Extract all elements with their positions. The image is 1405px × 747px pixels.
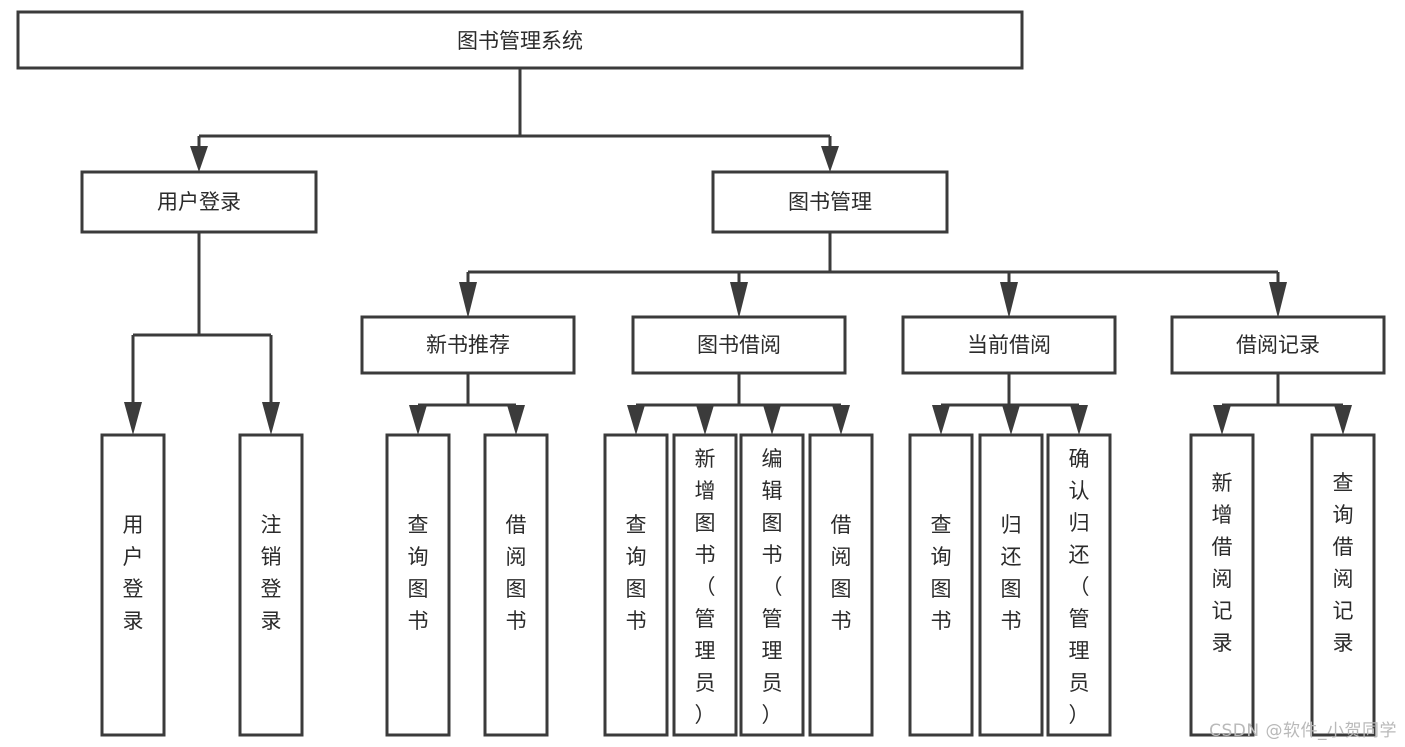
node-book-borrow-box[interactable] [631, 315, 847, 375]
connector-group-new-book-recommend [409, 373, 525, 435]
leaf-borrow-book-2[interactable]: 借阅图书 [808, 433, 874, 737]
leaf-edit-book[interactable]: 编辑图书（管理员） [739, 433, 805, 737]
connector-group-root [190, 68, 839, 172]
node-borrow-record[interactable]: 借阅记录 [1170, 315, 1386, 375]
arrow-head-leaf-confirm-return [1070, 405, 1088, 435]
arrow-head-leaf-add-book [696, 405, 714, 435]
leaf-query-book-3[interactable]: 查询图书 [908, 433, 974, 737]
leaf-add-book-box[interactable] [672, 433, 738, 737]
leaf-add-book[interactable]: 新增图书（管理员） [672, 433, 738, 737]
leaf-return-book-box[interactable] [978, 433, 1044, 737]
watermark-label: CSDN @软件_小贺同学 [1209, 721, 1397, 741]
connector-group-borrow-record [1213, 373, 1352, 435]
leaf-user-login-label: 用户登录 [123, 513, 144, 633]
leaf-query-book-3-box[interactable] [908, 433, 974, 737]
connector-group-book-manage [459, 232, 1287, 318]
leaf-query-book-2-label: 查询图书 [626, 513, 647, 633]
leaf-query-book-1[interactable]: 查询图书 [385, 433, 451, 737]
leaf-confirm-return-box[interactable] [1046, 433, 1112, 737]
leaf-user-login-box[interactable] [100, 433, 166, 737]
node-user-login-box[interactable] [80, 170, 318, 234]
arrow-head-leaf-borrow-book-1 [507, 405, 525, 435]
connector-group-book-borrow [627, 373, 850, 435]
leaf-edit-book-box[interactable] [739, 433, 805, 737]
node-book-borrow-label: 图书借阅 [697, 333, 781, 357]
node-user-login-label: 用户登录 [157, 190, 241, 214]
arrow-head-leaf-borrow-book-2 [832, 405, 850, 435]
arrow-head-leaf-query-book-3 [932, 405, 950, 435]
leaf-query-record-box[interactable] [1310, 433, 1376, 737]
leaf-add-record[interactable]: 新增借阅记录 [1189, 433, 1255, 737]
node-borrow-record-label: 借阅记录 [1236, 333, 1320, 357]
arrow-head-user-login [190, 146, 208, 172]
node-new-book-recommend-label: 新书推荐 [426, 333, 510, 357]
leaf-user-logout-box[interactable] [238, 433, 304, 737]
node-new-book-recommend-box[interactable] [360, 315, 576, 375]
node-borrow-record-box[interactable] [1170, 315, 1386, 375]
leaf-return-book[interactable]: 归还图书 [978, 433, 1044, 737]
leaf-borrow-book-1[interactable]: 借阅图书 [483, 433, 549, 737]
arrow-head-leaf-return-book [1002, 405, 1020, 435]
leaf-confirm-return[interactable]: 确认归还（管理员） [1046, 433, 1112, 737]
leaf-confirm-return-label: 确认归还（管理员） [1069, 447, 1090, 727]
leaf-query-record[interactable]: 查询借阅记录 [1310, 433, 1376, 737]
node-current-borrow[interactable]: 当前借阅 [901, 315, 1117, 375]
leaf-query-book-1-box[interactable] [385, 433, 451, 737]
leaf-user-logout[interactable]: 注销登录 [238, 433, 304, 737]
leaf-query-book-1-label: 查询图书 [408, 513, 429, 633]
leaf-borrow-book-1-label: 借阅图书 [506, 513, 527, 633]
leaf-query-record-label: 查询借阅记录 [1333, 471, 1354, 655]
leaf-add-record-box[interactable] [1189, 433, 1255, 737]
node-new-book-recommend[interactable]: 新书推荐 [360, 315, 576, 375]
leaf-user-logout-label: 注销登录 [261, 513, 282, 633]
arrow-head-leaf-query-book-1 [409, 405, 427, 435]
arrow-head-borrow-record [1269, 282, 1287, 318]
node-current-borrow-label: 当前借阅 [967, 333, 1051, 357]
arrow-head-leaf-user-logout [262, 402, 280, 435]
arrow-head-new-book-recommend [459, 282, 477, 318]
arrow-head-leaf-edit-book [763, 405, 781, 435]
node-book-manage-label: 图书管理 [788, 190, 872, 214]
arrow-head-book-manage [821, 146, 839, 172]
node-root[interactable]: 图书管理系统 [16, 10, 1024, 70]
leaf-user-login[interactable]: 用户登录 [100, 433, 166, 737]
leaf-query-book-2-box[interactable] [603, 433, 669, 737]
node-book-manage[interactable]: 图书管理 [711, 170, 949, 234]
node-root-label: 图书管理系统 [457, 29, 583, 53]
arrow-head-leaf-add-record [1213, 405, 1231, 435]
leaf-return-book-label: 归还图书 [1001, 513, 1022, 633]
arrow-head-leaf-user-login [124, 402, 142, 435]
leaf-borrow-book-1-box[interactable] [483, 433, 549, 737]
leaf-borrow-book-2-box[interactable] [808, 433, 874, 737]
leaf-query-book-3-label: 查询图书 [931, 513, 952, 633]
arrow-head-current-borrow [1000, 282, 1018, 318]
leaf-query-book-2[interactable]: 查询图书 [603, 433, 669, 737]
connector-group-current-borrow [932, 373, 1088, 435]
leaf-borrow-book-2-label: 借阅图书 [831, 513, 852, 633]
node-book-borrow[interactable]: 图书借阅 [631, 315, 847, 375]
leaf-add-book-label: 新增图书（管理员） [695, 447, 716, 727]
arrow-head-leaf-query-book-2 [627, 405, 645, 435]
arrow-head-leaf-query-record [1334, 405, 1352, 435]
node-root-box[interactable] [16, 10, 1024, 70]
leaf-add-record-label: 新增借阅记录 [1212, 471, 1233, 655]
node-current-borrow-box[interactable] [901, 315, 1117, 375]
arrow-head-book-borrow [730, 282, 748, 318]
node-book-manage-box[interactable] [711, 170, 949, 234]
node-user-login[interactable]: 用户登录 [80, 170, 318, 234]
leaf-edit-book-label: 编辑图书（管理员） [762, 447, 783, 727]
connector-group-user-login [124, 232, 280, 435]
